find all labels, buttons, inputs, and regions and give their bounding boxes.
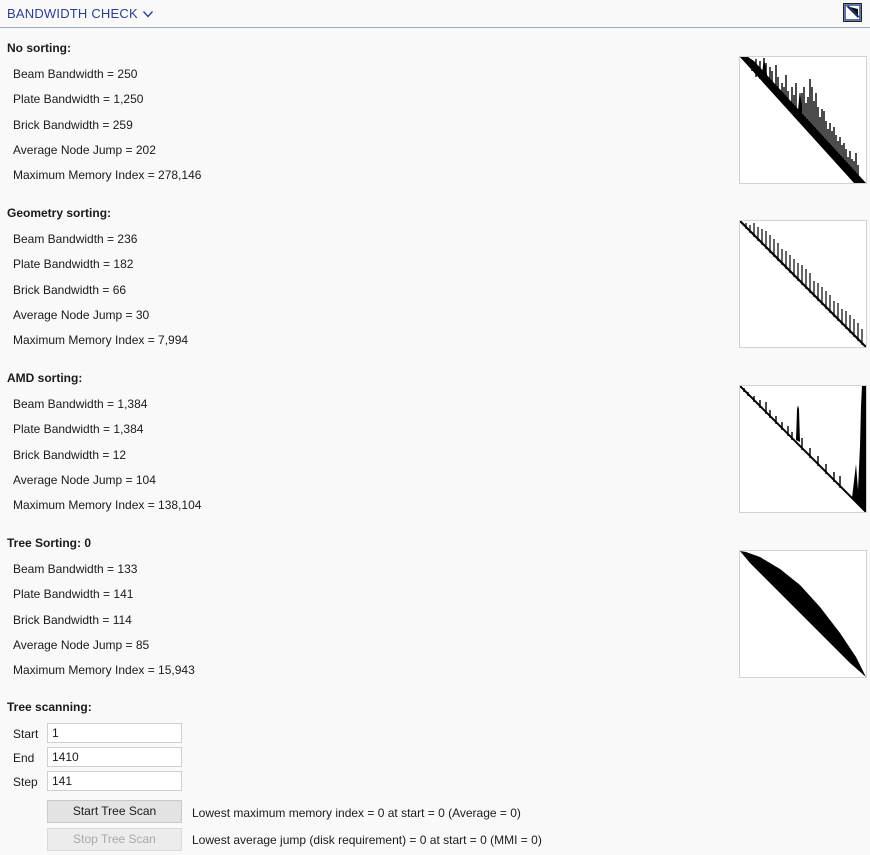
end-input[interactable] xyxy=(47,747,182,767)
step-label: Step xyxy=(13,775,38,789)
stat-plate-bandwidth: Plate Bandwidth = 182 xyxy=(13,257,134,271)
stop-tree-scan-button[interactable]: Stop Tree Scan xyxy=(47,828,182,851)
stat-plate-bandwidth: Plate Bandwidth = 141 xyxy=(13,587,134,601)
stat-brick-bandwidth: Brick Bandwidth = 12 xyxy=(13,448,127,462)
section-title-geometry-sorting: Geometry sorting: xyxy=(7,206,112,220)
sparsity-plot-amd-sorting xyxy=(739,385,867,513)
start-input[interactable] xyxy=(47,723,182,743)
stat-max-memory-index: Maximum Memory Index = 138,104 xyxy=(13,498,202,512)
stat-max-memory-index: Maximum Memory Index = 7,994 xyxy=(13,333,189,347)
expand-icon[interactable] xyxy=(843,3,862,22)
panel-title-toggle[interactable]: BANDWIDTH CHECK xyxy=(7,6,154,21)
stat-average-node-jump: Average Node Jump = 104 xyxy=(13,473,156,487)
panel-header: BANDWIDTH CHECK xyxy=(0,0,870,28)
stat-brick-bandwidth: Brick Bandwidth = 259 xyxy=(13,118,133,132)
stat-beam-bandwidth: Beam Bandwidth = 236 xyxy=(13,232,138,246)
stat-beam-bandwidth: Beam Bandwidth = 250 xyxy=(13,67,138,81)
chevron-down-icon xyxy=(142,10,153,18)
stat-plate-bandwidth: Plate Bandwidth = 1,250 xyxy=(13,92,144,106)
stat-beam-bandwidth: Beam Bandwidth = 1,384 xyxy=(13,397,148,411)
stat-max-memory-index: Maximum Memory Index = 15,943 xyxy=(13,663,195,677)
sparsity-plot-geometry-sorting xyxy=(739,220,867,348)
stat-brick-bandwidth: Brick Bandwidth = 66 xyxy=(13,283,127,297)
lowest-memory-index-result: Lowest maximum memory index = 0 at start… xyxy=(192,806,521,820)
step-input[interactable] xyxy=(47,771,182,791)
stat-brick-bandwidth: Brick Bandwidth = 114 xyxy=(13,613,132,627)
lowest-average-jump-result: Lowest average jump (disk requirement) =… xyxy=(192,833,542,847)
stat-average-node-jump: Average Node Jump = 85 xyxy=(13,638,150,652)
sparsity-plot-no-sorting xyxy=(739,56,867,184)
section-title-amd-sorting: AMD sorting: xyxy=(7,371,83,385)
start-label: Start xyxy=(13,727,39,741)
panel-title: BANDWIDTH CHECK xyxy=(7,6,138,21)
stat-max-memory-index: Maximum Memory Index = 278,146 xyxy=(13,168,202,182)
section-title-tree-sorting: Tree Sorting: 0 xyxy=(7,536,92,550)
section-title-tree-scanning: Tree scanning: xyxy=(7,700,92,714)
start-tree-scan-button[interactable]: Start Tree Scan xyxy=(47,800,182,823)
stat-beam-bandwidth: Beam Bandwidth = 133 xyxy=(13,562,138,576)
sparsity-plot-tree-sorting xyxy=(739,550,867,678)
stat-plate-bandwidth: Plate Bandwidth = 1,384 xyxy=(13,422,144,436)
end-label: End xyxy=(13,751,35,765)
section-title-no-sorting: No sorting: xyxy=(7,41,71,55)
stat-average-node-jump: Average Node Jump = 202 xyxy=(13,143,156,157)
stat-average-node-jump: Average Node Jump = 30 xyxy=(13,308,150,322)
